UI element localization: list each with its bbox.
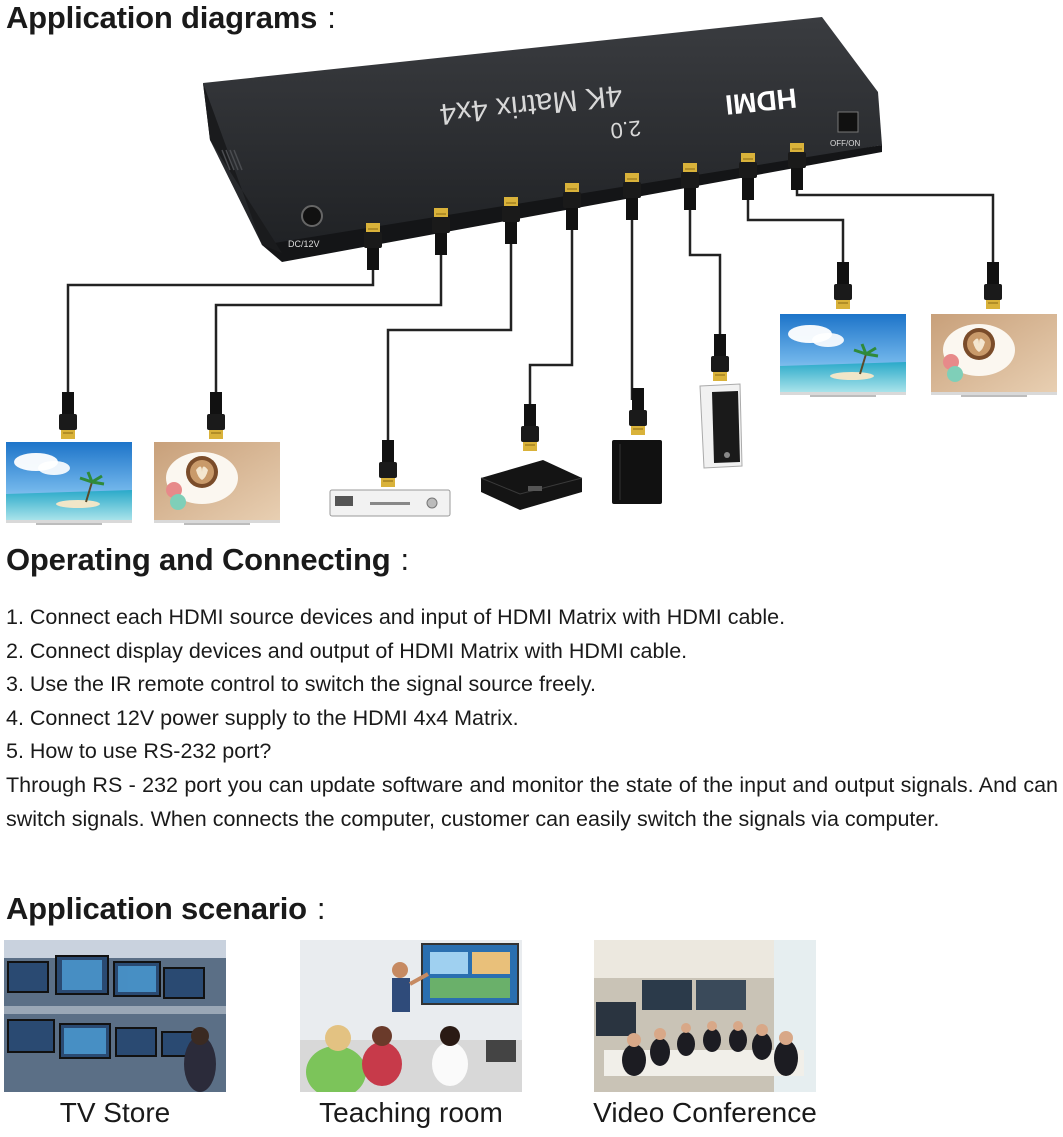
operating-connecting-heading: Operating and Connecting: [6,542,409,577]
operating-steps-list: 1. Connect each HDMI source devices and … [6,601,1058,836]
scenario-caption-video-conference: Video Conference [593,1097,817,1128]
scenario-caption-tv-store: TV Store [59,1097,171,1128]
step-item: 4. Connect 12V power supply to the HDMI … [6,705,519,730]
game-console-icon [612,440,662,504]
scenario-image-teaching-room [300,940,522,1092]
power-switch-label: OFF/ON [830,139,860,148]
rs232-description: Through RS - 232 port you can update sof… [6,772,1058,831]
scenario-caption-teaching-room: Teaching room [319,1097,503,1128]
power-port-label: DC/12V [288,239,320,249]
set-top-box-icon [480,460,583,510]
power-switch-icon [837,111,859,133]
dvd-player-icon [329,489,451,517]
display-tv-coffee-left [154,442,280,525]
pc-tower-icon [699,383,743,469]
step-item: 2. Connect display devices and output of… [6,638,688,663]
step-item: 5. How to use RS-232 port? [6,739,272,764]
step-item: 1. Connect each HDMI source devices and … [6,605,786,629]
device-version-label: 2.0 [609,115,642,143]
display-tv-beach-right [778,312,908,399]
device-brand-logo: HDMI [724,82,798,120]
display-tv-coffee-right [931,314,1057,397]
application-diagrams-heading: Application diagrams: [6,0,336,35]
step-item: 3. Use the IR remote control to switch t… [6,672,596,697]
power-port-icon [301,205,323,227]
scenario-image-video-conference [594,940,816,1092]
hdmi-matrix-device: 4K Matrix 4x4 HDMI 2.0 DC/12V OFF/ON [203,17,882,262]
application-diagram: 4K Matrix 4x4 HDMI 2.0 DC/12V OFF/ON [4,17,1057,527]
scenario-image-tv-store [4,940,226,1092]
application-scenario-heading: Application scenario: [6,891,326,926]
display-tv-beach-left [4,440,134,527]
